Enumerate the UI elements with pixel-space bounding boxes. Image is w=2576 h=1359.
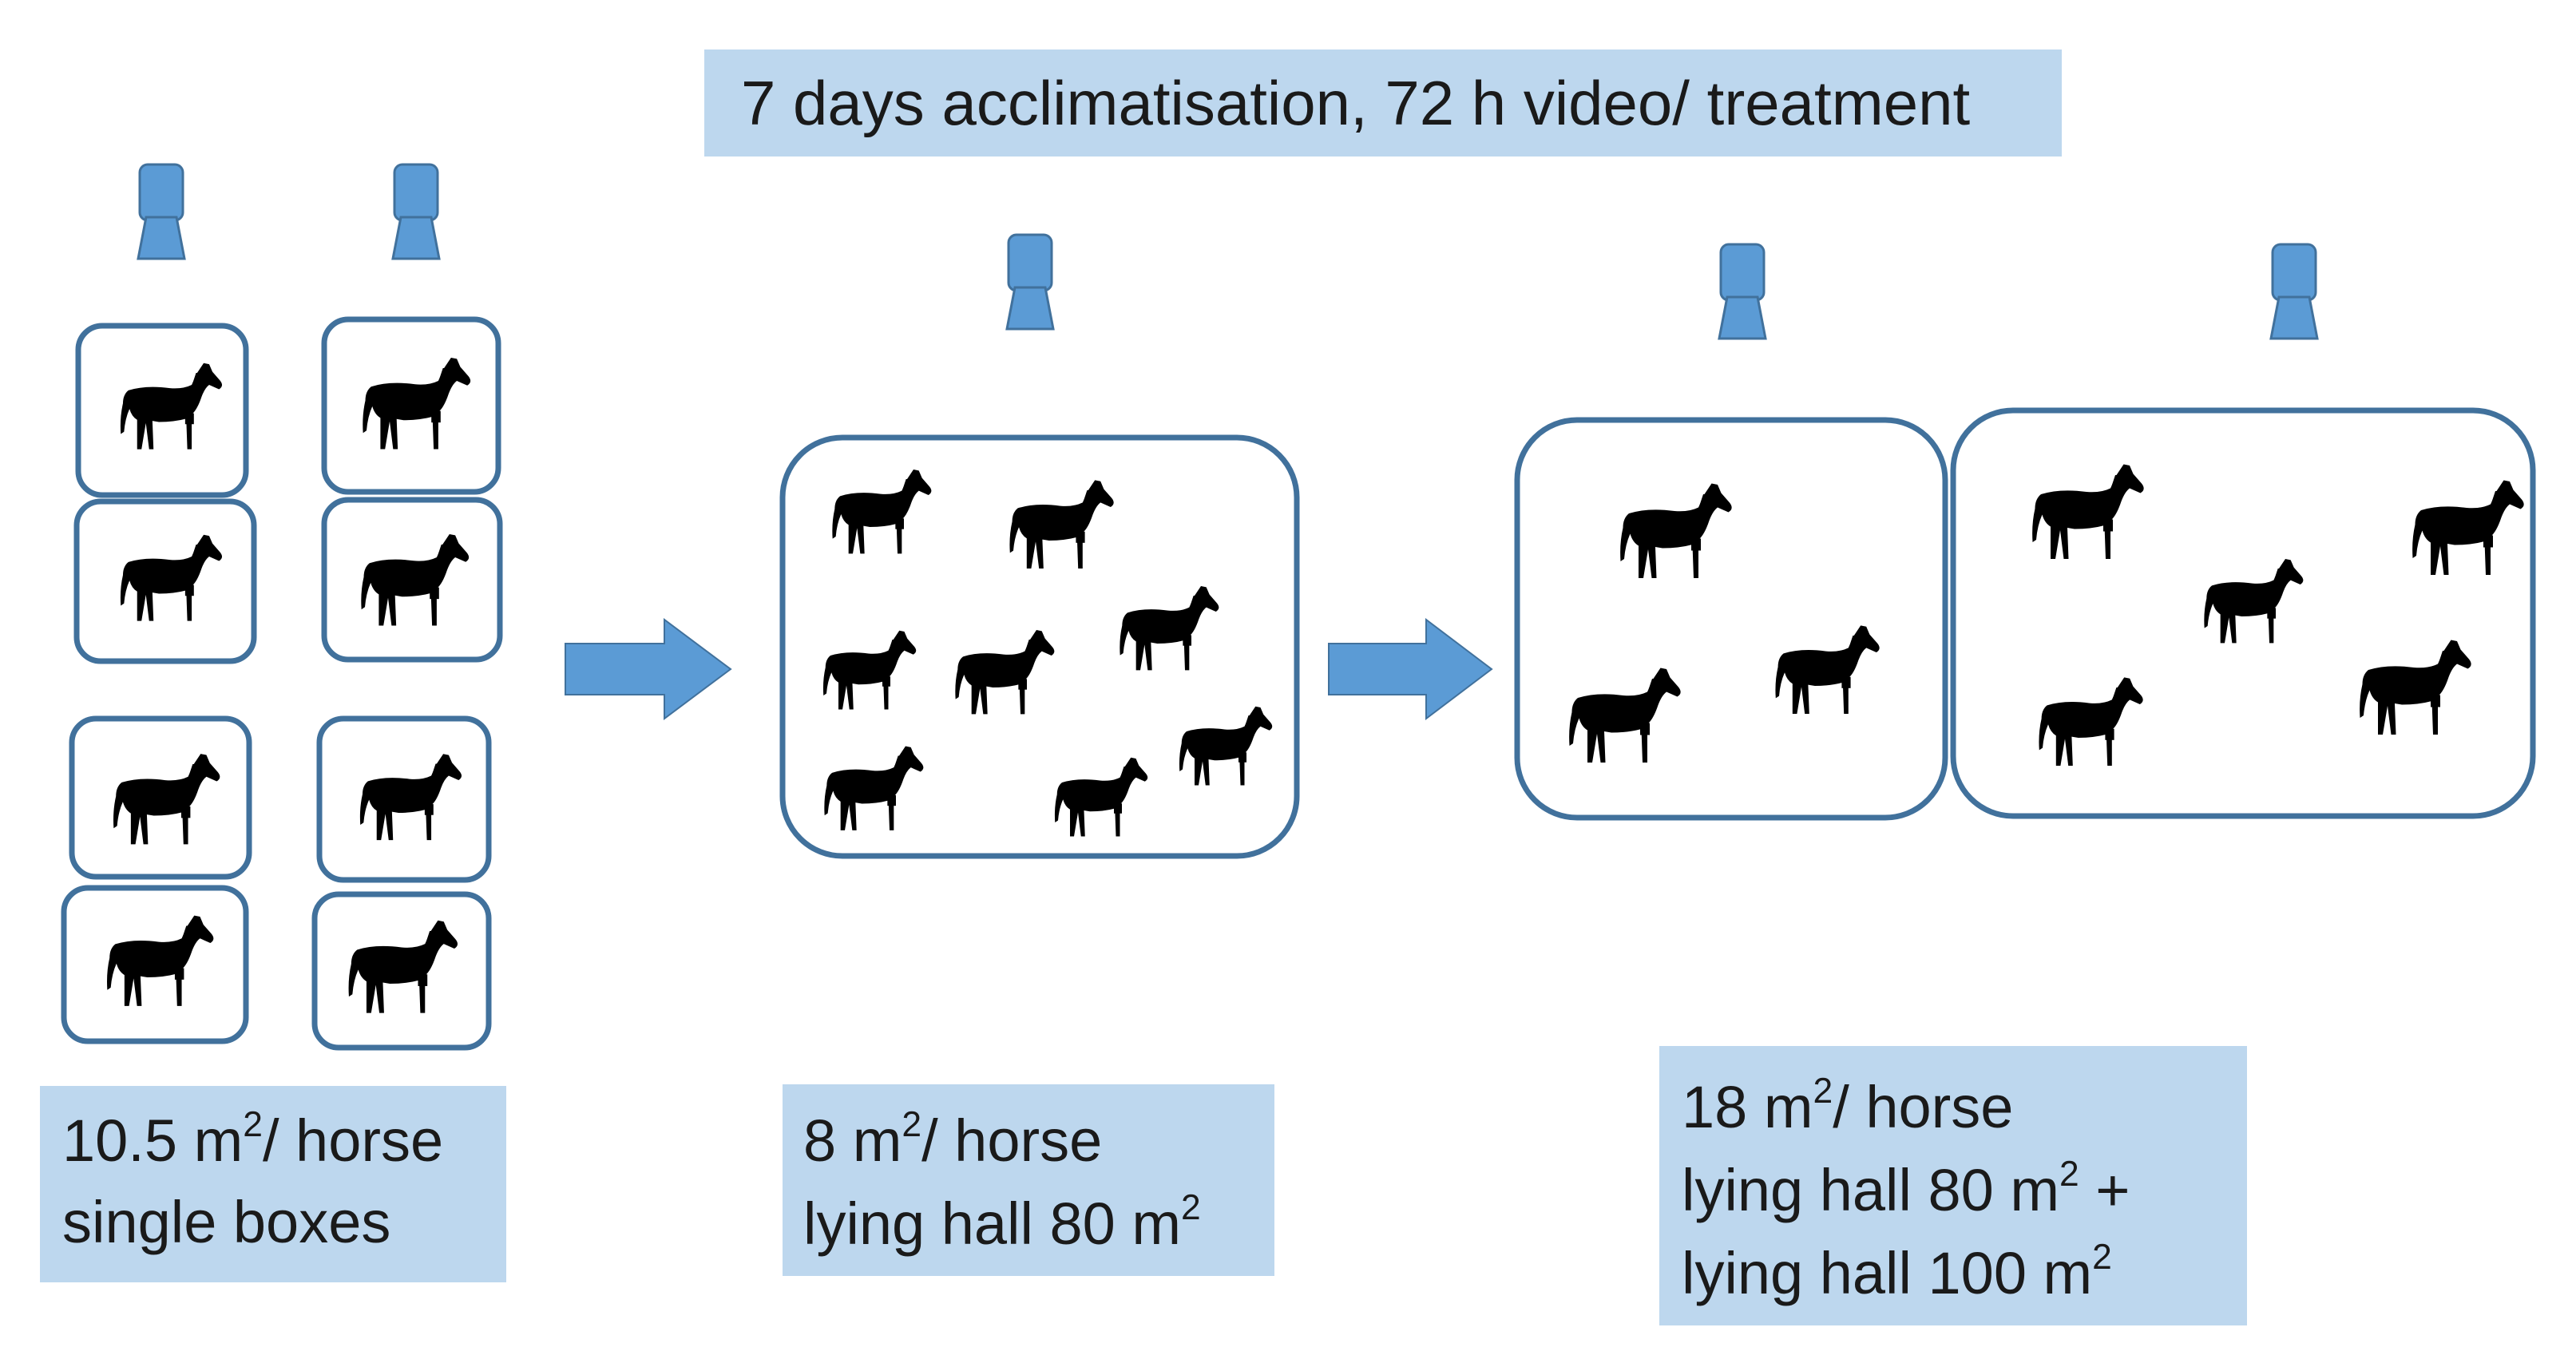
protocol-label: 7 days acclimatisation, 72 h video/ trea… <box>704 50 2062 157</box>
horse-icon <box>824 746 924 830</box>
camera-icon <box>137 163 186 260</box>
horse-icon <box>363 357 471 450</box>
horse-icon <box>107 915 214 1006</box>
lying-hall-size: lying hall 100 m2 <box>1682 1237 2112 1306</box>
single-box <box>321 497 503 663</box>
camera-icon <box>1718 243 1767 340</box>
single-box <box>73 498 257 664</box>
single-boxes <box>61 316 503 1051</box>
horse-icon <box>2412 480 2524 575</box>
horse-icon <box>2204 559 2304 644</box>
single-box <box>61 885 249 1044</box>
single-box <box>69 715 252 880</box>
group-enclosures <box>779 407 2536 859</box>
horse-icon <box>120 534 223 621</box>
space-per-horse: 18 m2/ horse <box>1682 1071 2014 1140</box>
lying-hall-80-enclosure <box>1514 417 1948 821</box>
horse-icon <box>2032 464 2144 559</box>
single-box <box>75 323 249 498</box>
horse-icon <box>822 630 917 710</box>
space-per-horse: 10.5 m2/ horse <box>62 1104 444 1174</box>
flow-arrows <box>565 617 1493 721</box>
horse-icon <box>1569 668 1681 763</box>
horse-icon <box>1775 625 1880 714</box>
housing-type: single boxes <box>62 1189 391 1255</box>
arrow-right-icon <box>565 618 732 720</box>
horse-icon <box>113 754 220 845</box>
single-box <box>316 715 492 883</box>
lying-hall-80-enclosure <box>779 434 1300 859</box>
group-large-label: 18 m2/ horse lying hall 80 m2 + lying ha… <box>1659 1046 2247 1325</box>
space-per-horse: 8 m2/ horse <box>803 1104 1103 1174</box>
cameras <box>137 163 2319 340</box>
horse-icon <box>120 363 223 450</box>
camera-icon <box>2269 243 2319 340</box>
group-small-label: 8 m2/ horse lying hall 80 m2 <box>783 1084 1274 1276</box>
horse-icon <box>359 754 462 841</box>
protocol-text: 7 days acclimatisation, 72 h video/ trea… <box>741 68 1971 138</box>
horse-icon <box>832 470 932 554</box>
horse-icon <box>955 630 1055 715</box>
horse-icon <box>1620 483 1732 578</box>
horse-icon <box>2039 677 2143 766</box>
lying-hall-100-enclosure <box>1950 407 2536 819</box>
horse-icon <box>2360 640 2471 735</box>
single-boxes-label: 10.5 m2/ horse single boxes <box>40 1086 506 1282</box>
camera-icon <box>1005 233 1055 331</box>
horse-icon <box>361 533 470 626</box>
arrow-right-icon <box>1328 617 1493 721</box>
horse-icon <box>1179 706 1273 786</box>
single-box <box>311 891 492 1051</box>
single-box <box>321 316 501 495</box>
horse-icon <box>1054 757 1148 837</box>
horse-icon <box>1120 586 1219 671</box>
camera-icon <box>391 163 441 260</box>
lying-hall-size: lying hall 80 m2 <box>803 1187 1201 1257</box>
horse-icon <box>348 920 458 1013</box>
lying-hall-size: lying hall 80 m2 + <box>1682 1154 2130 1223</box>
horse-icon <box>1009 480 1114 569</box>
horses <box>107 357 2524 1013</box>
